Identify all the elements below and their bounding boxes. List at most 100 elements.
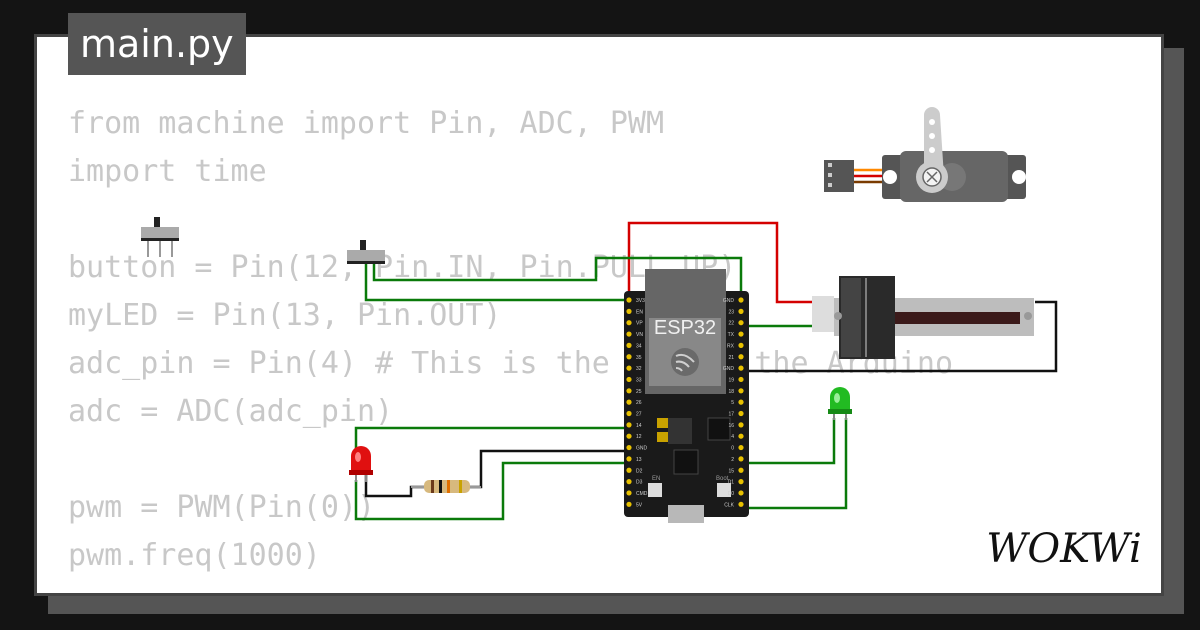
right-pin[interactable] [738, 308, 744, 314]
file-name-tab[interactable]: main.py [68, 13, 246, 75]
right-pin[interactable] [738, 342, 744, 348]
right-pin-label: 4 [731, 434, 734, 440]
wokwi-logo: WOKWi [986, 526, 1142, 572]
right-pin[interactable] [738, 376, 744, 383]
right-pin[interactable] [738, 444, 744, 451]
right-pin-label: GND [723, 366, 735, 372]
right-pin[interactable] [738, 388, 744, 394]
left-pin-label: 26 [636, 400, 642, 406]
right-pin[interactable] [738, 479, 744, 485]
right-pin[interactable] [738, 456, 744, 462]
code-line: from machine import Pin, ADC, PWM [68, 106, 665, 141]
wire-green-led-green-2[interactable] [741, 418, 848, 510]
chip-component [657, 418, 669, 428]
left-pin[interactable] [626, 422, 632, 428]
left-pin[interactable] [626, 433, 632, 439]
right-pin-label: 0 [731, 446, 734, 452]
left-pin[interactable] [626, 444, 632, 451]
slide-potentiometer[interactable] [812, 276, 1034, 359]
en-button[interactable] [648, 483, 662, 497]
chip-usb-bridge [707, 417, 731, 441]
right-pin-label: GND [723, 298, 735, 304]
servo-motor[interactable] [824, 107, 1026, 202]
left-pin[interactable] [626, 376, 632, 383]
right-pin[interactable] [738, 422, 744, 428]
left-pin[interactable] [626, 388, 632, 394]
right-pin-label: 17 [728, 412, 734, 418]
green-led[interactable] [828, 387, 852, 420]
left-pin[interactable] [626, 320, 632, 326]
left-pin[interactable] [626, 456, 632, 462]
usb-port[interactable] [668, 505, 704, 523]
right-pin[interactable] [738, 467, 744, 473]
servo-horn[interactable] [924, 107, 944, 177]
left-pin-header: 3V3ENVPVN343532332526271412GND13D2D3CMD5… [626, 297, 648, 508]
en-button-label: EN [652, 476, 660, 482]
chip-component [657, 432, 669, 442]
esp32-board[interactable]: ESP32 EN Boot 3V3ENVPVN34353233252627141… [624, 269, 749, 523]
right-pin-label: 16 [728, 423, 734, 429]
left-pin[interactable] [626, 501, 632, 507]
left-pin[interactable] [626, 479, 632, 485]
right-pin[interactable] [738, 297, 744, 303]
left-pin-label: 12 [636, 434, 642, 440]
left-pin-label: 35 [636, 355, 642, 361]
right-pin-label: 5 [731, 400, 734, 406]
wire-green-led-green[interactable] [741, 418, 836, 465]
right-pin[interactable] [738, 501, 744, 507]
left-pin[interactable] [626, 410, 632, 417]
left-pin-label: EN [636, 309, 643, 315]
wire-green-switch[interactable] [364, 258, 629, 302]
left-pin-label: GND [636, 446, 648, 452]
left-pin[interactable] [626, 490, 632, 496]
wire-black-pot[interactable] [741, 300, 1058, 373]
left-pin[interactable] [626, 331, 632, 337]
slide-switch-2[interactable] [347, 240, 385, 264]
left-pin-label: 13 [636, 457, 642, 463]
code-line: pwm.freq(1000) [68, 538, 321, 573]
right-pin[interactable] [738, 410, 744, 417]
left-pin-label: VP [636, 321, 643, 327]
left-pin-label: 34 [636, 343, 642, 349]
red-led[interactable] [349, 446, 373, 482]
right-pin[interactable] [738, 331, 744, 337]
chip-mcu [673, 449, 699, 475]
left-pin-label: 32 [636, 366, 642, 372]
boot-button[interactable] [717, 483, 731, 497]
wire-green-gnd[interactable] [354, 461, 629, 521]
wokwi-logo-text: WOKWi [986, 526, 1142, 572]
wire-black-resistor[interactable] [364, 449, 629, 498]
right-pin[interactable] [738, 365, 744, 371]
chip-regulator [668, 418, 692, 444]
right-pin[interactable] [738, 354, 744, 360]
right-pin-label: 22 [728, 321, 734, 327]
left-pin-label: D2 [636, 468, 643, 474]
left-pin[interactable] [626, 365, 632, 371]
left-pin[interactable] [626, 297, 632, 303]
left-pin[interactable] [626, 308, 632, 314]
code-line: adc = ADC(adc_pin) [68, 394, 394, 429]
right-pin[interactable] [738, 490, 744, 496]
code-line: pwm = PWM(Pin(0)) [68, 490, 376, 525]
left-pin[interactable] [626, 354, 632, 360]
left-pin-label: 27 [636, 412, 642, 418]
wire-red[interactable] [627, 221, 812, 304]
right-pin-label: 15 [728, 468, 734, 474]
left-pin-label: VN [636, 332, 643, 338]
left-pin-label: 14 [636, 423, 642, 429]
right-pin-label: 23 [728, 309, 734, 315]
left-pin[interactable] [626, 399, 632, 405]
wire-green-switch-2[interactable] [372, 256, 743, 300]
slide-switch-1[interactable] [141, 217, 179, 257]
left-pin-label: 3V3 [636, 298, 645, 304]
resistor[interactable] [411, 480, 481, 493]
right-pin[interactable] [738, 399, 744, 405]
left-pin[interactable] [626, 342, 632, 348]
right-pin-label: 18 [728, 389, 734, 395]
right-pin[interactable] [738, 433, 744, 439]
left-pin[interactable] [626, 467, 632, 473]
right-pin-label: D0 [728, 491, 735, 497]
right-pin[interactable] [738, 320, 744, 326]
